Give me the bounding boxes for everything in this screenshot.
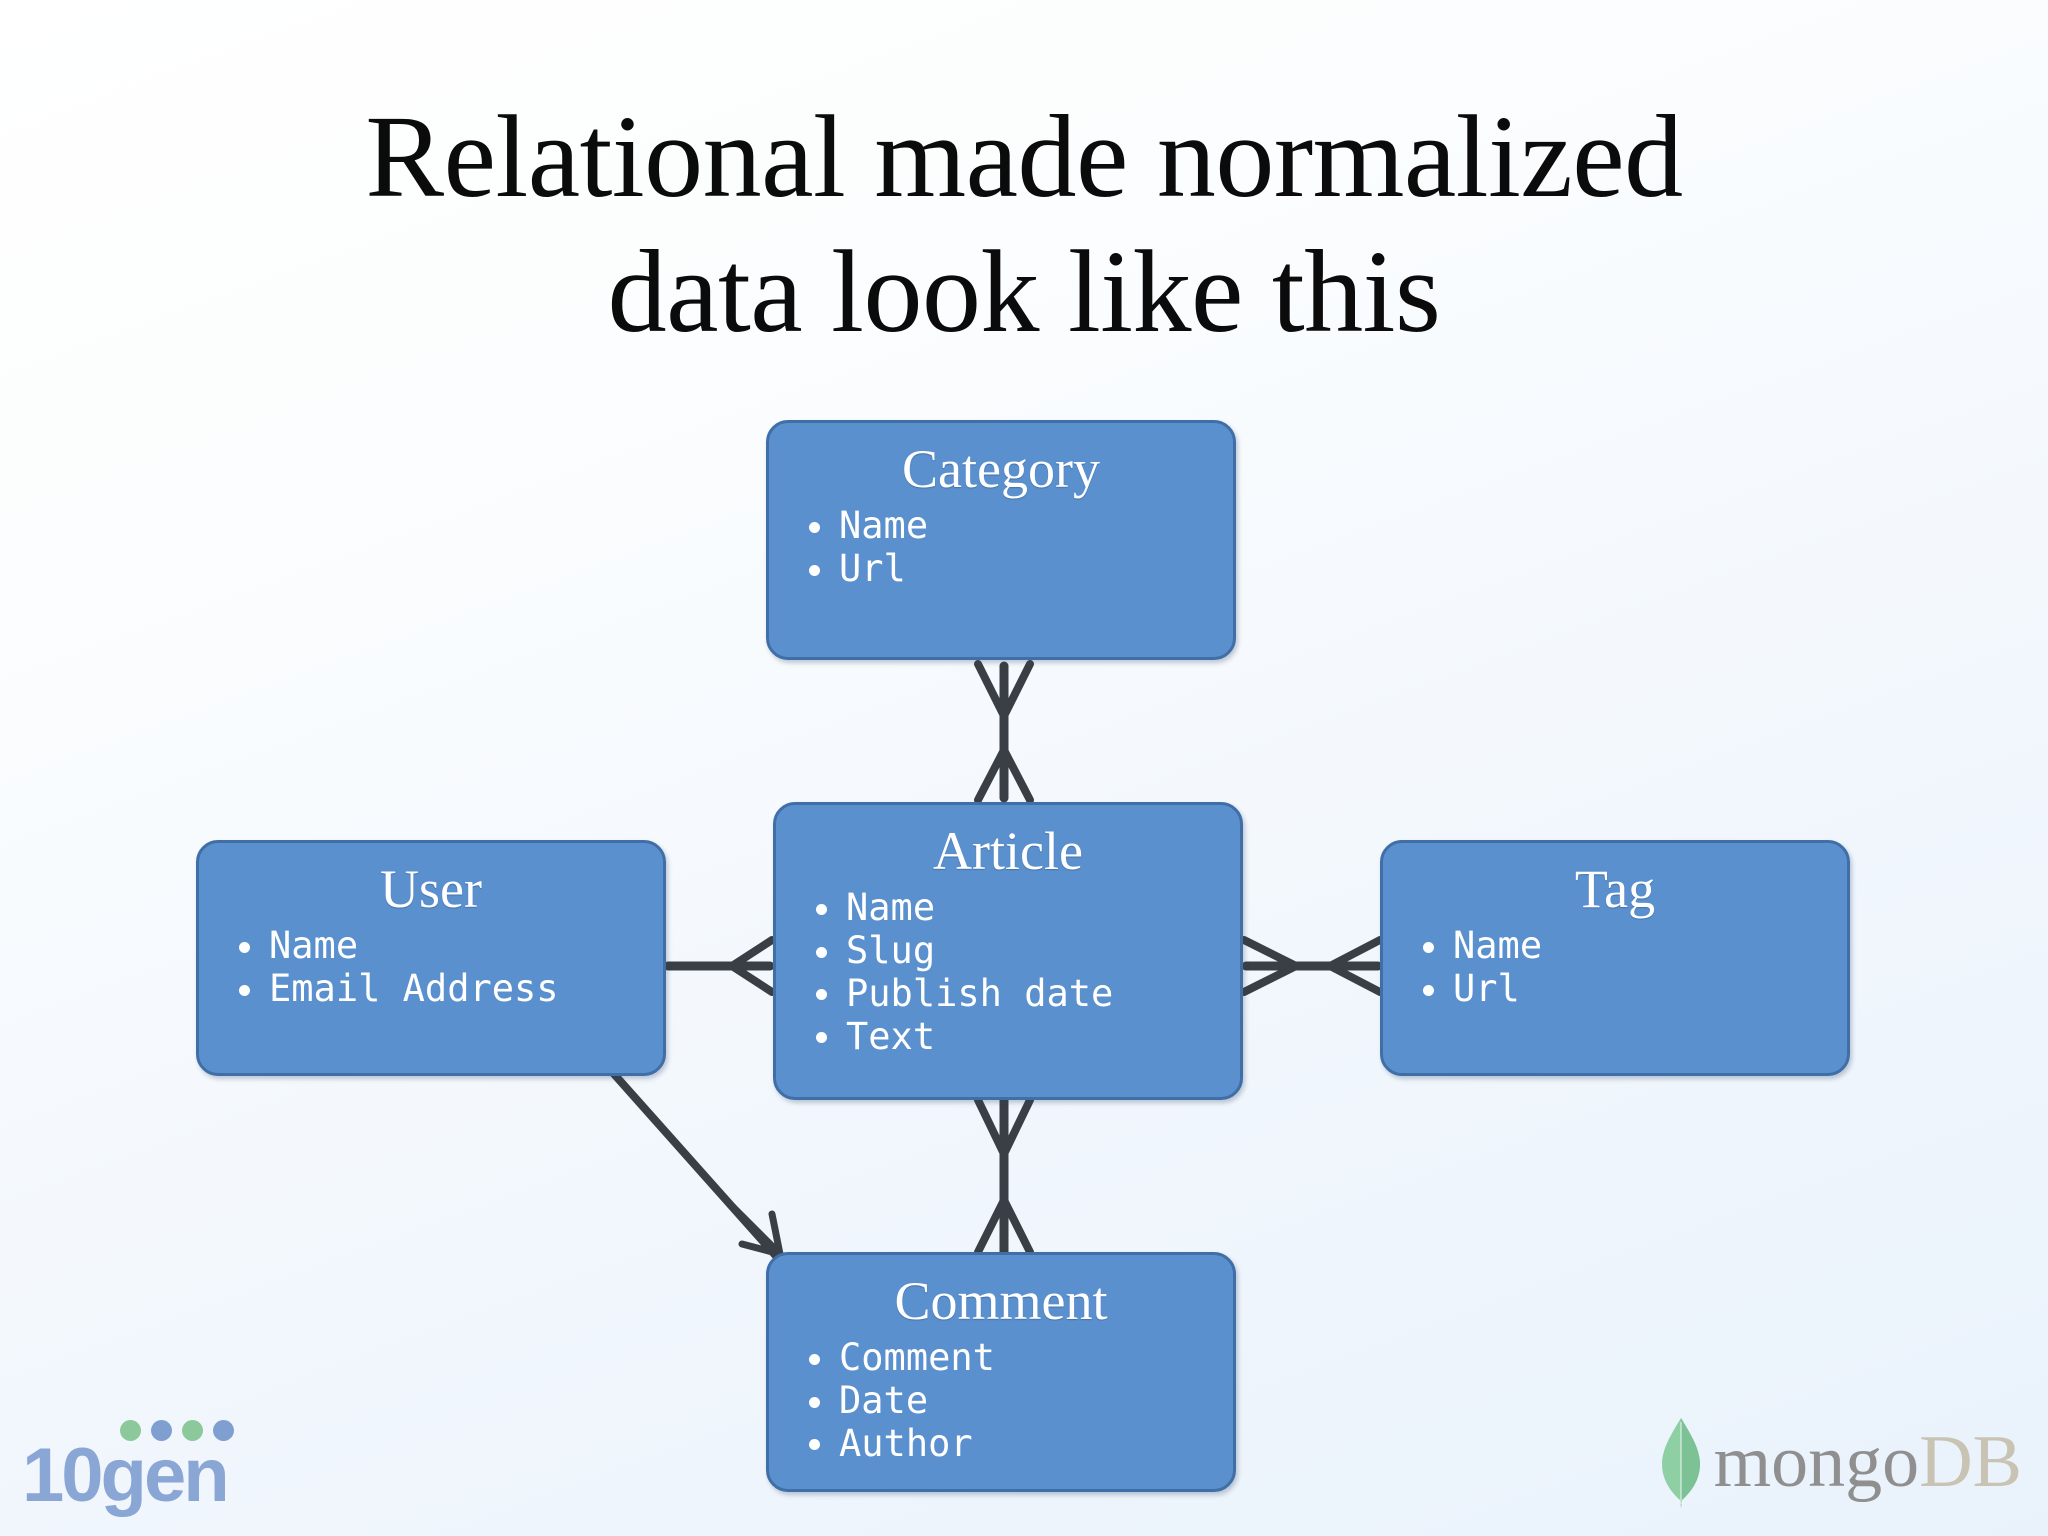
field-item: Url [1417,968,1847,1011]
mongodb-word-secondary: DB [1919,1421,2022,1503]
tengen-dot-4 [213,1420,234,1441]
field-item: Comment [803,1337,1233,1380]
entity-title-user: User [380,859,482,919]
mongodb-word-primary: mongo [1713,1421,1920,1503]
entity-box-article[interactable]: Article Name Slug Publish date Text [773,802,1243,1100]
connector-article-tag [1240,936,1384,996]
connector-category-article [974,660,1034,804]
field-item: Name [810,887,1240,930]
connector-user-article [663,936,776,996]
entity-fields-category: Name Url [769,501,1233,590]
entity-title-article: Article [933,821,1083,881]
field-item: Name [233,925,663,968]
entity-box-category[interactable]: Category Name Url [766,420,1236,660]
mongodb-wordmark: mongoDB [1714,1425,2022,1499]
tengen-logo-dots [120,1420,234,1441]
entity-box-tag[interactable]: Tag Name Url [1380,840,1850,1076]
field-item: Email Address [233,968,663,1011]
mongodb-leaf-icon [1661,1418,1700,1508]
field-item: Author [803,1423,1233,1466]
entity-box-user[interactable]: User Name Email Address [196,840,666,1076]
tengen-dot-1 [120,1420,141,1441]
connector-article-comment [974,1095,1034,1257]
entity-fields-article: Name Slug Publish date Text [776,883,1240,1058]
tengen-wordmark: 10gen [22,1433,230,1518]
entity-title-tag: Tag [1574,859,1656,919]
field-item: Name [1417,925,1847,968]
field-item: Publish date [810,973,1240,1016]
field-item: Name [803,505,1233,548]
connector-user-comment [610,1070,784,1260]
entity-title-comment: Comment [894,1271,1108,1331]
field-item: Text [810,1016,1240,1059]
entity-fields-comment: Comment Date Author [769,1333,1233,1465]
entity-box-comment[interactable]: Comment Comment Date Author [766,1252,1236,1492]
slide-title: Relational made normalized data look lik… [365,91,1683,357]
field-item: Url [803,548,1233,591]
entity-fields-tag: Name Url [1383,921,1847,1010]
mongodb-logo: mongoDB [1658,1410,2022,1514]
entity-fields-user: Name Email Address [199,921,663,1010]
entity-title-category: Category [902,439,1100,499]
tengen-dot-2 [151,1420,172,1441]
field-item: Date [803,1380,1233,1423]
field-item: Slug [810,930,1240,973]
tengen-logo: 10gen [22,1410,242,1520]
tengen-dot-3 [182,1420,203,1441]
